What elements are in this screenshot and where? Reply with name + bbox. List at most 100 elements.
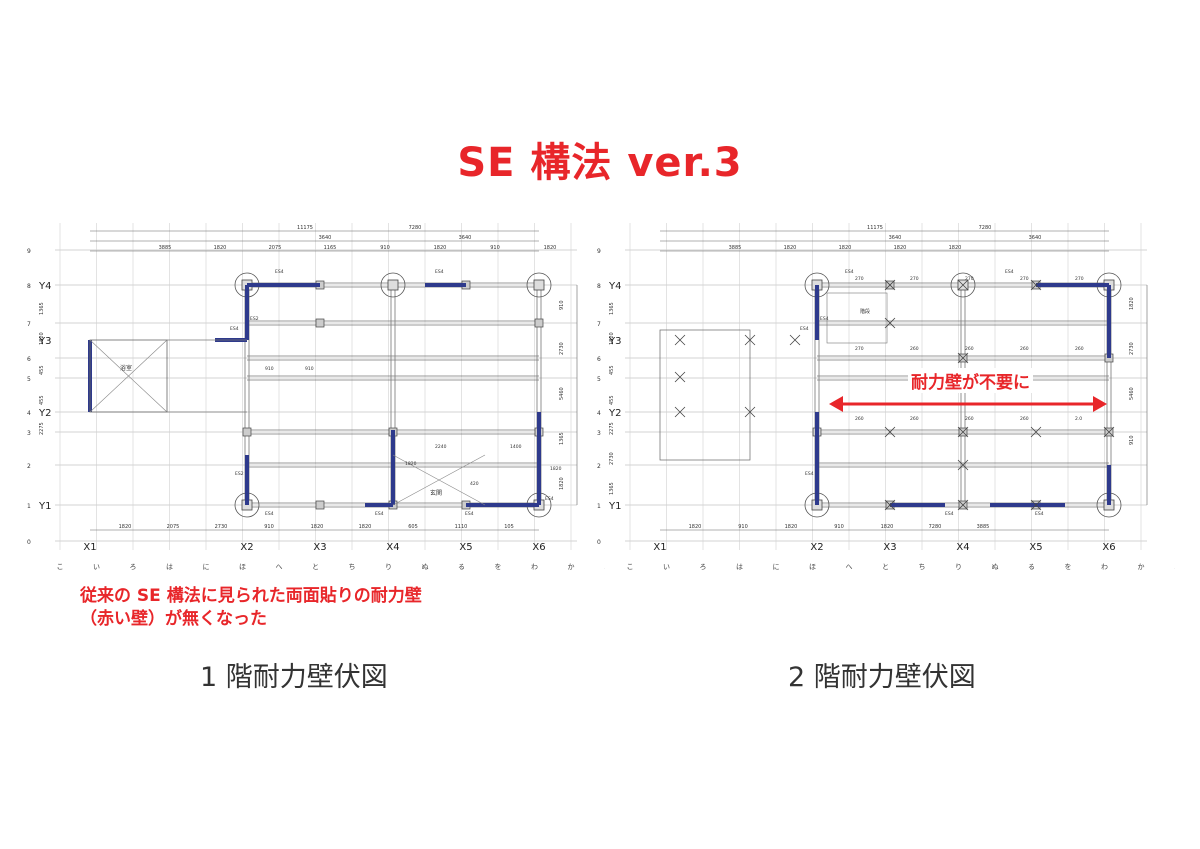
plan2f-column-circle (950, 272, 976, 298)
plan2f-side-dim-left: 1365 (609, 302, 615, 315)
plan2f-x-mark (674, 406, 686, 418)
plan2f-x-mark (884, 317, 896, 329)
plan1f-top-dim: 11175 (297, 225, 313, 231)
plan1f-brace (392, 454, 486, 506)
plan2f-level-number: 6 (597, 356, 601, 363)
plan2f-small-dim: 2.0 (1075, 416, 1082, 422)
plan1f-bottom-dim: 1820 (311, 524, 324, 530)
plan2f-small-dim: 270 (855, 346, 864, 352)
plan1f-top-dim: 910 (380, 245, 390, 251)
plan2f-room-label: 階段 (860, 308, 870, 315)
plan2f-x-mark (1030, 499, 1042, 511)
plan1f-side-dim-right: 5460 (559, 387, 565, 400)
plan2f-level-number: 4 (597, 410, 601, 417)
plan1f-col-label: X6 (532, 542, 545, 553)
plan1f-kana: わ (531, 563, 538, 571)
plan1f-wall-mark: ES4 (435, 269, 444, 275)
plan2f-small-dim: 260 (1020, 416, 1029, 422)
plan2f-wall-mark: ES4 (800, 326, 809, 332)
plan2f-small-dim: 260 (855, 416, 864, 422)
plan1f-top-dim: 1820 (544, 245, 557, 251)
plan1f-level-number: 4 (27, 410, 31, 417)
plan2f-small-dim: 270 (1075, 276, 1084, 282)
plan2f-wall-mark: ES4 (805, 471, 814, 477)
plan1f-wall-mark: ES4 (230, 326, 239, 332)
plan2f-level-number: 3 (597, 430, 601, 437)
plan2f-row-label: Y2 (608, 408, 621, 419)
plan1f-col-label: X4 (386, 542, 399, 553)
plan2f-x-mark (1030, 279, 1042, 291)
plan1f-wall-mark: ES4 (465, 511, 474, 517)
plan2f-x-mark (884, 279, 896, 291)
plan1f-room-label: 浴室 (120, 364, 132, 372)
plan1f-kana: ほ (239, 563, 246, 571)
plan2f-wall-mark: ES4 (1035, 511, 1044, 517)
plan1f-inner-dim: 1400 (510, 444, 522, 450)
plan2f-top-dim: 1820 (784, 245, 797, 251)
plan1f-kana: か (568, 563, 575, 571)
plan2f-side-dim-left: 1365 (609, 482, 615, 495)
plan1f-level-number: 6 (27, 356, 31, 363)
plan1f-kana: に (203, 563, 210, 571)
plan2f-side-dim-left: 1820 (609, 332, 615, 345)
plan1f-bottom-dim: 2730 (215, 524, 228, 530)
plan1f-joint (534, 318, 544, 328)
plan1f-annex (89, 339, 168, 413)
plan1f-joint (315, 500, 325, 510)
plan1f-bottom-dim: 1820 (119, 524, 132, 530)
plan2f-wall-mark: ES4 (845, 269, 854, 275)
plan1f-kana: こ (57, 563, 64, 571)
plan1f-top-dim: 2075 (269, 245, 282, 251)
plan1f-top-dim: 3885 (159, 245, 172, 251)
plan2f-top-dim: 3885 (729, 245, 742, 251)
plan1f-kana: ぬ (422, 563, 429, 571)
plan1f-kana: ち (349, 563, 356, 571)
plan1f-bottom-dim: 1820 (359, 524, 372, 530)
plan1f-level-number: 8 (27, 283, 31, 290)
plan1f-bottom-dim: 105 (504, 524, 514, 530)
plan1f-bottom-dim: 605 (408, 524, 418, 530)
plan1f-row-label: Y1 (38, 501, 51, 512)
plan1f-side-dim-left: 2275 (39, 422, 45, 435)
plan2f-stair (826, 292, 888, 344)
plan2f-side-dim-left: 2730 (609, 452, 615, 465)
plan2f-x-mark (957, 426, 969, 438)
plan1f-top-dim: 1165 (324, 245, 337, 251)
plan2f-kana: と (882, 563, 889, 571)
plan2f-col-label: X1 (653, 542, 666, 553)
plan1f-side-dim-right: 1820 (559, 477, 565, 490)
plan1f-wall-mark: ES4 (545, 496, 554, 502)
plan1f-side-dim-right: 2730 (559, 342, 565, 355)
plan2f-side-dim-right: 2730 (1129, 342, 1135, 355)
plan2f-side-dim-left: 2275 (609, 422, 615, 435)
plan2f-kana: わ (1101, 563, 1108, 571)
plan2f-side-dim-right: 910 (1129, 435, 1135, 445)
plan2f-top-dim: 3640 (889, 235, 902, 241)
plan2f-row-label: Y1 (608, 501, 621, 512)
plan2f-kana: に (773, 563, 780, 571)
plan1f-kana: よ (604, 563, 605, 571)
plan2f-kana: る (1028, 563, 1035, 571)
plan2f-level-number: 8 (597, 283, 601, 290)
red-note-line-1: 従来の SE 構法に見られた両面貼りの耐力壁 (80, 586, 422, 606)
plan1f-side-dim-left: 1365 (39, 302, 45, 315)
plan2f-x-mark (957, 352, 969, 364)
annotation-no-shear-wall: 耐力壁が不要に (908, 368, 1033, 393)
plan1f-level-number: 5 (27, 376, 31, 383)
plan1f-side-dim-right: 910 (559, 300, 565, 310)
plan2f-top-dim: 1820 (839, 245, 852, 251)
plan2f-small-dim: 260 (965, 346, 974, 352)
plan1f-joint (242, 427, 252, 437)
plan1f-side-dim-right: 1365 (559, 432, 565, 445)
plan2f-bottom-dim: 1820 (785, 524, 798, 530)
plan2f-side-dim-right: 5460 (1129, 387, 1135, 400)
plan1f-level-number: 1 (27, 503, 31, 510)
plan1f-wall-mark: ES4 (275, 269, 284, 275)
plan2f-kana: よ (1174, 563, 1175, 571)
plan1f-top-dim: 910 (490, 245, 500, 251)
plan1f-top-dim: 1820 (434, 245, 447, 251)
plan2f-wall-mark: ES4 (1005, 269, 1014, 275)
plan2f-kana: は (736, 563, 743, 571)
